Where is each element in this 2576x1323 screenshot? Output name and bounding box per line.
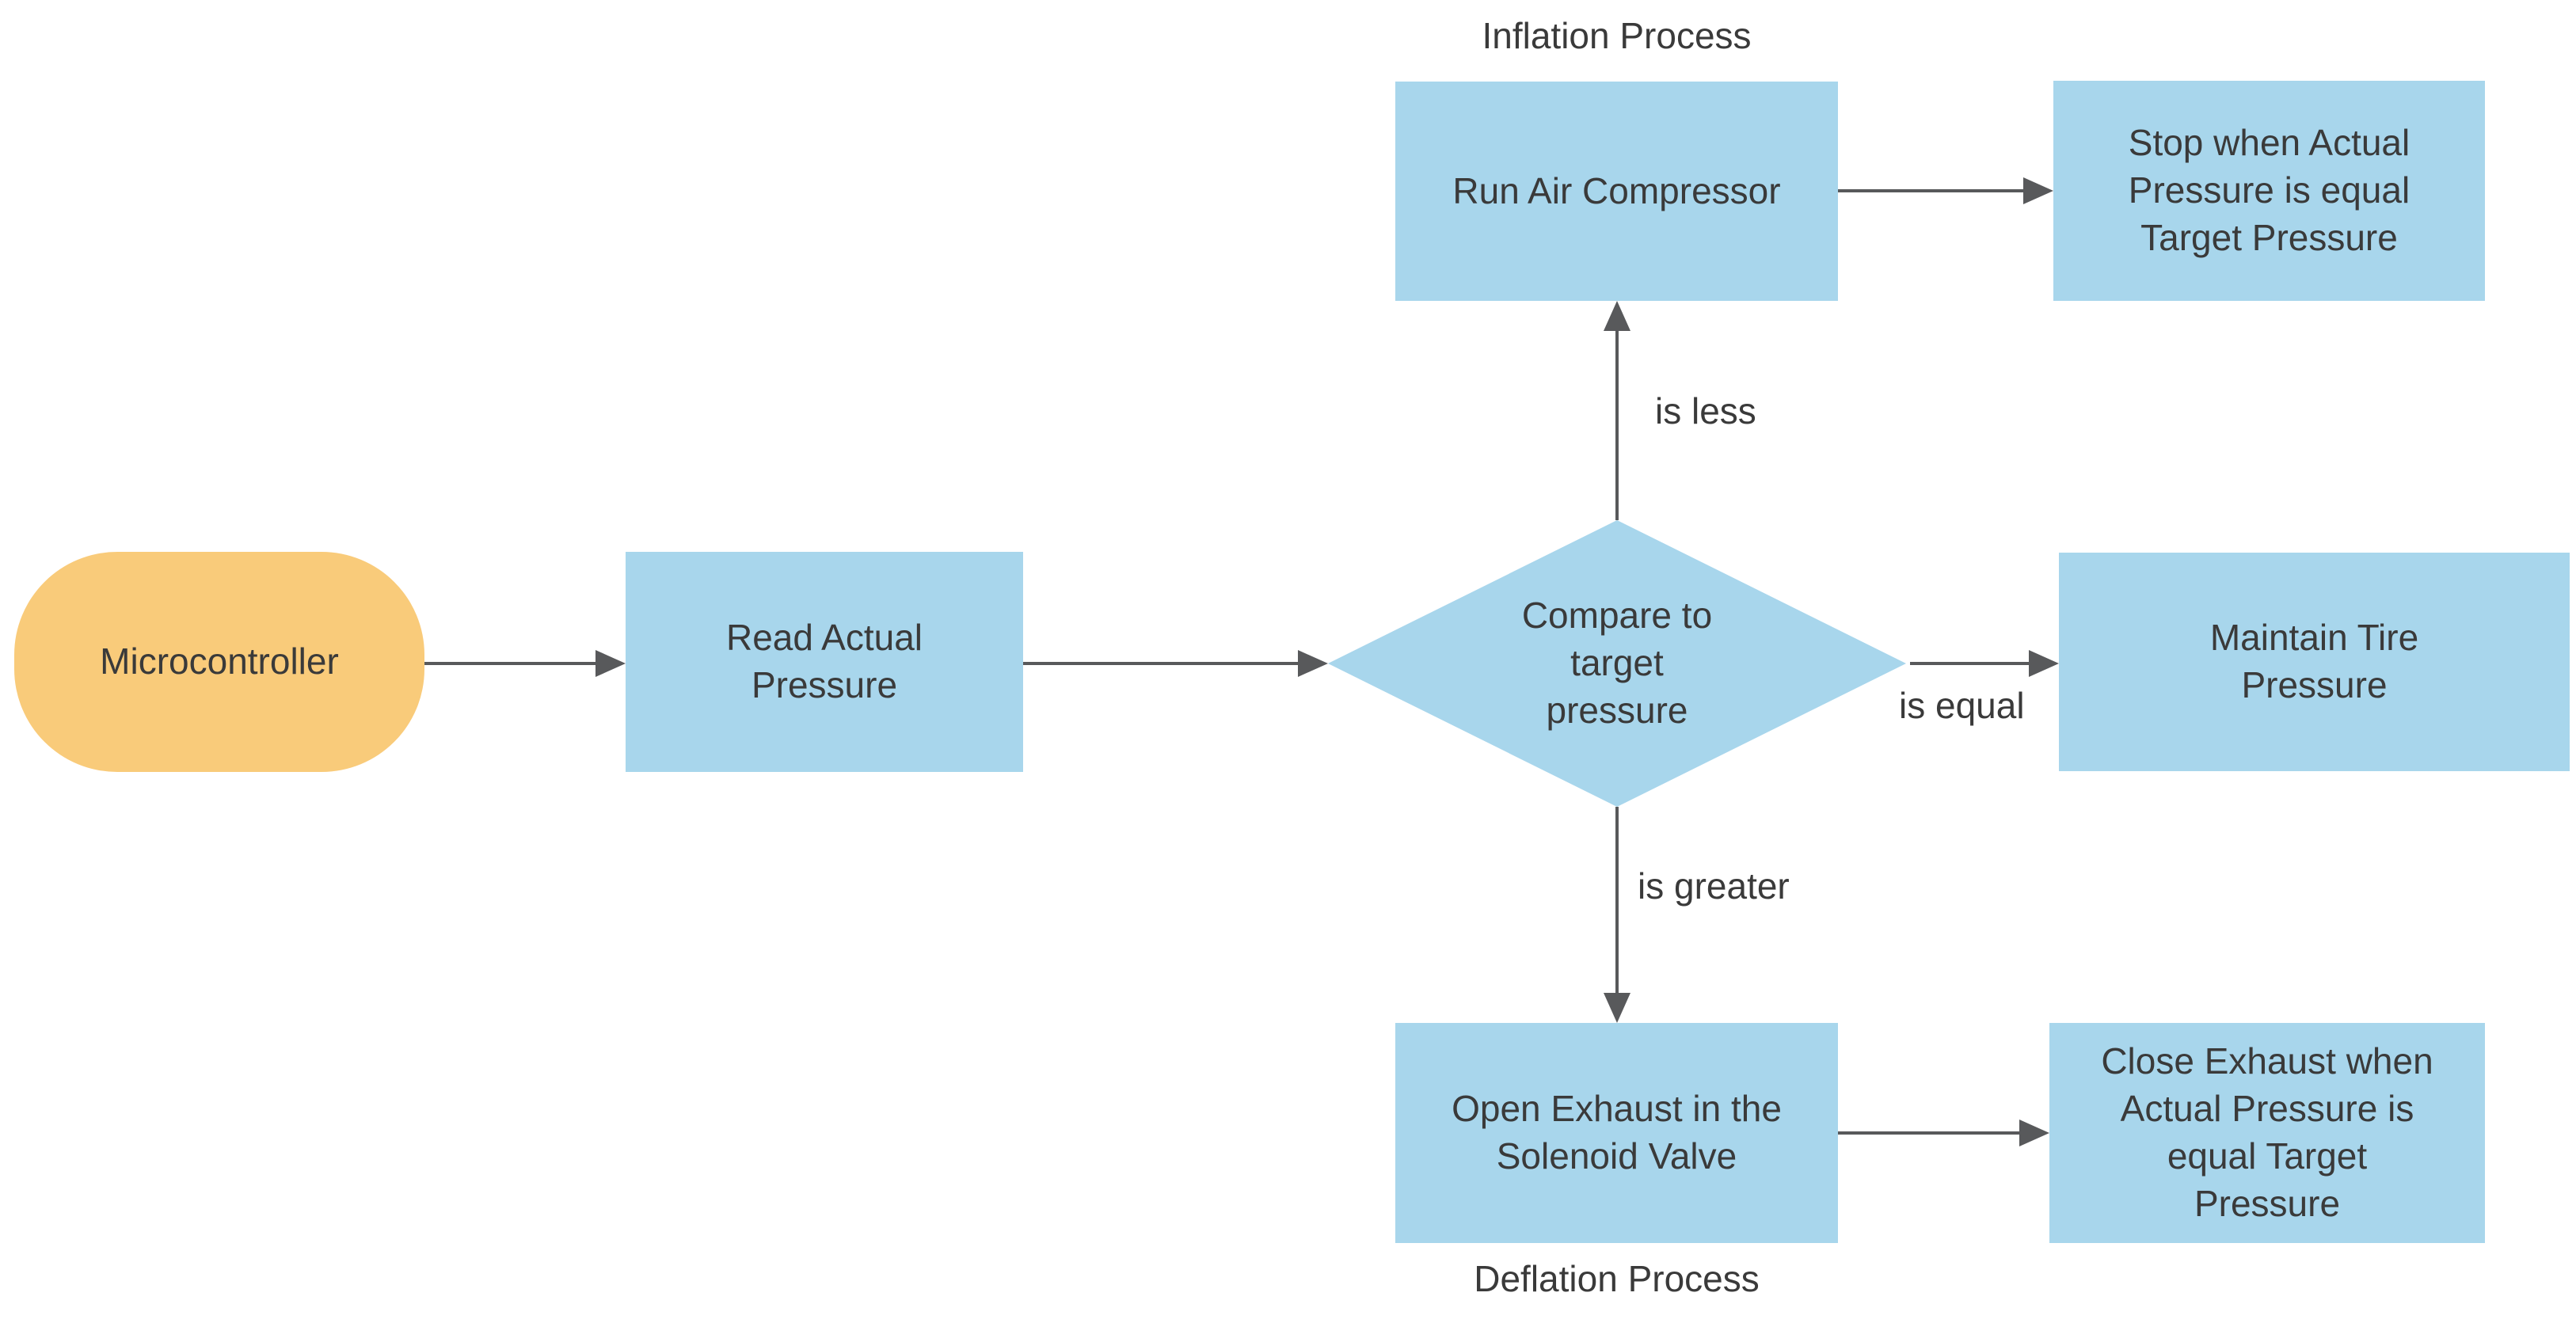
deflation-process-caption: Deflation Process (1474, 1258, 1760, 1299)
node-microcontroller: Microcontroller (14, 552, 424, 772)
node-label: Read Actual Pressure (725, 617, 923, 705)
node-label: Compare to target pressure (1521, 595, 1713, 731)
node-run-air-compressor: Run Air Compressor (1395, 82, 1838, 301)
node-label: Stop when Actual Pressure is equal Targe… (2128, 122, 2410, 258)
arrow-decision-to-run (1604, 301, 1630, 520)
node-label: Run Air Compressor (1452, 169, 1781, 211)
edge-label-is-greater: is greater (1638, 865, 1790, 907)
arrow-open-to-close (1838, 1120, 2049, 1146)
inflation-process-caption: Inflation Process (1482, 15, 1752, 56)
arrow-read-to-decision (1023, 650, 1328, 677)
node-open-exhaust-solenoid-valve: Open Exhaust in the Solenoid Valve (1395, 1023, 1838, 1243)
arrow-start-to-read (424, 650, 626, 677)
node-read-actual-pressure: Read Actual Pressure (626, 552, 1023, 772)
node-stop-when-equal: Stop when Actual Pressure is equal Targe… (2053, 81, 2485, 301)
node-maintain-tire-pressure: Maintain Tire Pressure (2059, 553, 2570, 771)
arrow-decision-to-open (1604, 807, 1630, 1023)
node-label: Microcontroller (100, 641, 339, 682)
node-label: Open Exhaust in the Solenoid Valve (1452, 1088, 1782, 1177)
edge-label-is-less: is less (1655, 390, 1756, 431)
node-label: Close Exhaust when Actual Pressure is eq… (2101, 1040, 2433, 1224)
arrow-run-to-stop (1838, 177, 2053, 204)
node-close-exhaust-when-equal: Close Exhaust when Actual Pressure is eq… (2049, 1023, 2485, 1243)
node-label: Maintain Tire Pressure (2209, 617, 2419, 705)
arrow-decision-to-maintain (1910, 650, 2059, 677)
edge-label-is-equal: is equal (1899, 685, 2025, 726)
